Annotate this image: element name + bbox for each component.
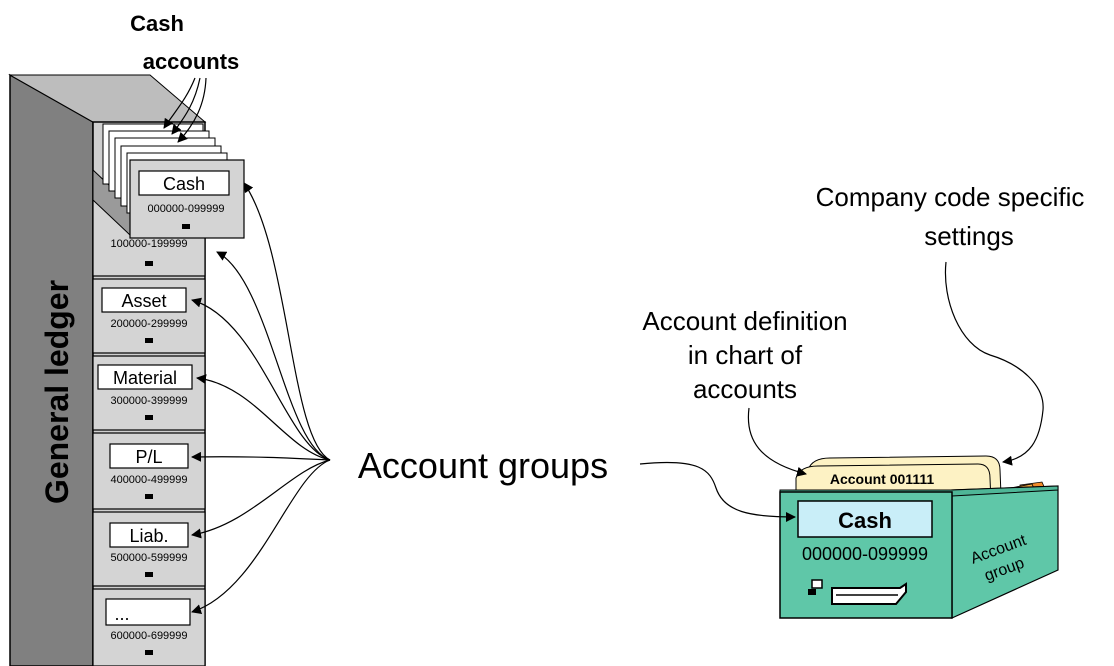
cash-accounts-caption-line2: accounts [143, 49, 240, 74]
drawer-range: 200000-299999 [110, 318, 187, 330]
drawer-handle [145, 338, 153, 343]
drawer-handle [145, 261, 153, 266]
box-range: 000000-099999 [802, 544, 928, 564]
drawer-material[interactable]: Material 300000-399999 [92, 355, 206, 431]
box-handle[interactable] [808, 579, 907, 605]
box-label-cash: Cash [838, 508, 892, 533]
drawer-label: P/L [135, 447, 162, 467]
drawer-range: 500000-599999 [110, 552, 187, 564]
account-definition-arrow [747, 407, 807, 477]
drawer-handle [145, 494, 153, 499]
account-card-label: Account 001111 [830, 471, 935, 487]
drawer-more[interactable]: ... 600000-699999 [92, 588, 206, 666]
drawer-label: ... [114, 604, 129, 624]
account-definition-label-line2: in chart of [688, 340, 803, 370]
company-code-label-line2: settings [924, 221, 1014, 251]
box-label-frame [797, 500, 933, 538]
drawer-range: 300000-399999 [110, 395, 187, 407]
right-arrows [639, 261, 1044, 522]
drawer-cash-open[interactable]: Cash 000000-099999 [129, 159, 245, 239]
account-definition-label-line3: accounts [693, 374, 797, 404]
account-groups-label: Account groups [358, 445, 608, 486]
general-ledger-label: General ledger [39, 280, 75, 504]
drawer-handle [145, 415, 153, 420]
drawer-handle [145, 650, 153, 655]
drawer-liab[interactable]: Liab. 500000-599999 [92, 511, 206, 587]
account-definition-label-line1: Account definition [642, 306, 847, 336]
account-groups-to-box-arrow [639, 461, 796, 522]
company-code-arrow [944, 261, 1044, 466]
drawer-label: Material [113, 368, 177, 388]
drawer-range: 000000-099999 [147, 203, 224, 215]
drawer-label: Liab. [129, 526, 168, 546]
card-index-box: Account 001111 Cash 000000-099999 Accoun… [779, 455, 1059, 619]
company-code-label-line1: Company code specific [816, 182, 1085, 212]
cash-accounts-arrows [163, 77, 207, 143]
drawer-pl[interactable]: P/L 400000-499999 [92, 432, 206, 510]
drawer-range: 400000-499999 [110, 474, 187, 486]
drawer-asset[interactable]: Asset 200000-299999 [92, 278, 206, 354]
drawer-handle [145, 572, 153, 577]
cash-accounts-caption-line1: Cash [130, 11, 184, 36]
drawer-label: Cash [163, 174, 205, 194]
drawer-range: 100000-199999 [110, 238, 187, 250]
drawer-range: 600000-699999 [110, 630, 187, 642]
account-group-arrows [191, 182, 331, 614]
file-cabinet: General ledger 100000-199999 Asset 20000… [8, 73, 245, 666]
drawer-label: Asset [121, 291, 166, 311]
drawer-handle [182, 224, 190, 229]
